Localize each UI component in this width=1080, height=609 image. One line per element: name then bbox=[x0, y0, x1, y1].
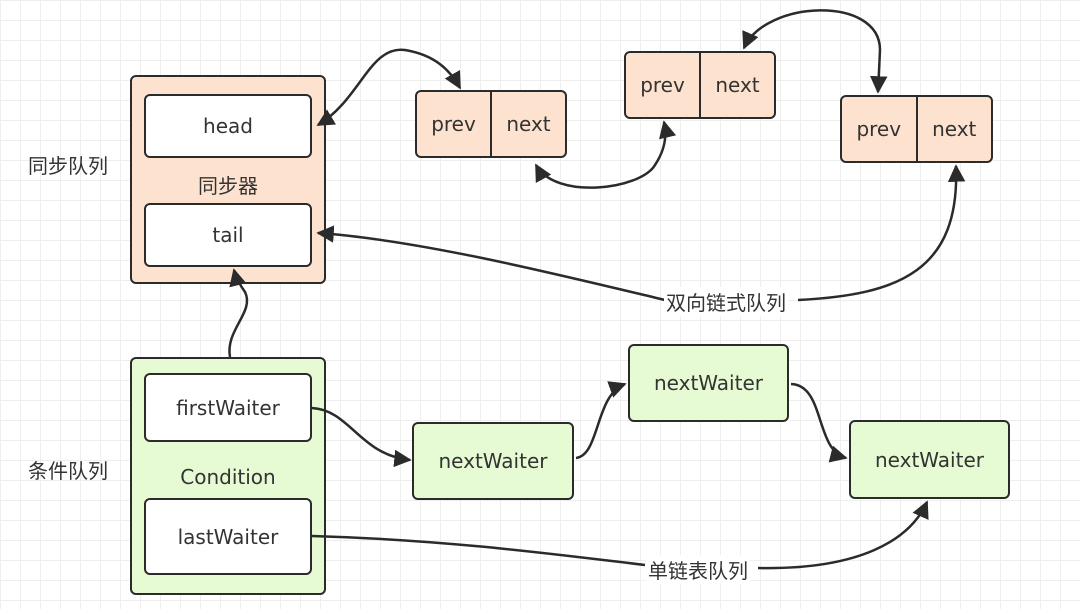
waiter-node-3[interactable]: nextWaiter bbox=[849, 420, 1010, 499]
head-box[interactable]: head bbox=[144, 94, 312, 158]
condition-label: Condition bbox=[180, 465, 276, 489]
arrow-waiter2-waiter3 bbox=[790, 382, 848, 463]
tail-box[interactable]: tail bbox=[144, 203, 312, 267]
arrow-label-waiter3 bbox=[757, 500, 929, 570]
sync-queue-label: 同步队列 bbox=[28, 154, 108, 178]
condition-queue-label: 条件队列 bbox=[28, 459, 108, 483]
single-linked-list-label: 单链表队列 bbox=[646, 555, 750, 584]
arrow-head-node1 bbox=[316, 48, 462, 127]
arrow-label-tail bbox=[316, 225, 666, 302]
node-prev-field: prev bbox=[640, 73, 685, 97]
first-waiter-box[interactable]: firstWaiter bbox=[144, 373, 312, 442]
arrow-node1-node2 bbox=[534, 120, 677, 189]
last-waiter-box[interactable]: lastWaiter bbox=[144, 498, 312, 575]
node-prev-field: prev bbox=[856, 117, 902, 141]
arrow-label-node3 bbox=[797, 164, 966, 302]
node-next-field: next bbox=[915, 97, 992, 161]
synchronizer-label: 同步器 bbox=[198, 174, 258, 198]
double-linked-list-label: 双向链式队列 bbox=[664, 287, 788, 316]
waiter-node-2[interactable]: nextWaiter bbox=[628, 344, 789, 422]
arrow-last-label bbox=[311, 534, 646, 567]
sync-node-3[interactable]: prev next bbox=[840, 95, 993, 163]
arrow-condition-tail bbox=[228, 268, 249, 358]
arrow-first-waiter1 bbox=[311, 406, 412, 468]
arrow-node2-node3 bbox=[742, 9, 888, 94]
waiter-node-1[interactable]: nextWaiter bbox=[412, 422, 574, 500]
arrow-waiter1-waiter2 bbox=[575, 381, 627, 460]
